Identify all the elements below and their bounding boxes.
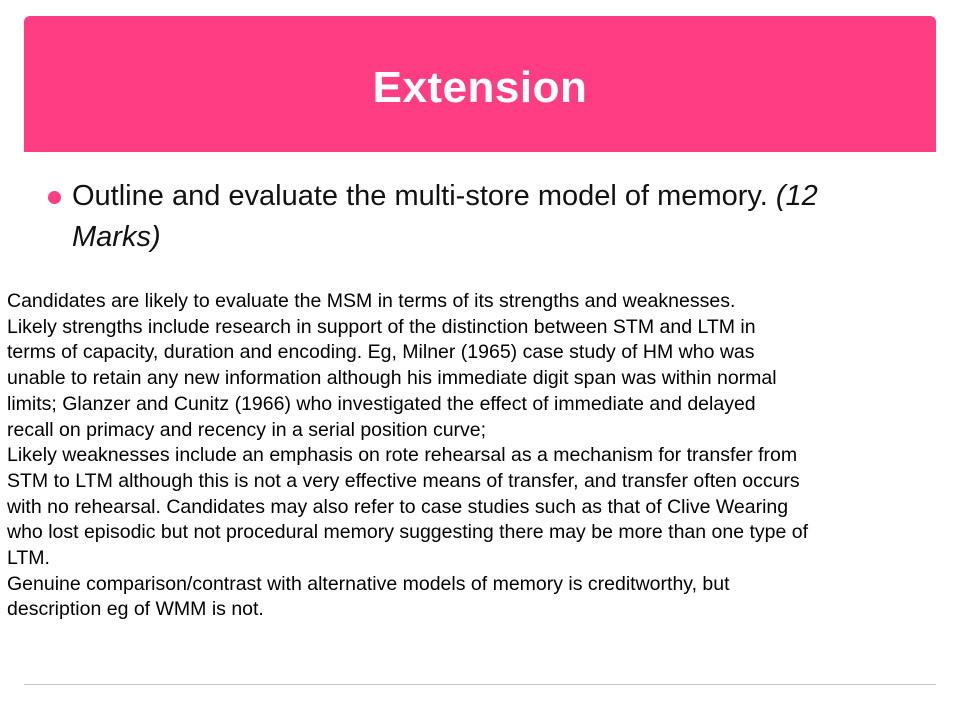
question-text: Outline and evaluate the multi-store mod… (72, 180, 768, 212)
mark-scheme-line: with no rehearsal. Candidates may also r… (7, 495, 789, 518)
mark-scheme-line: unable to retain any new information alt… (7, 367, 777, 390)
title-banner: Extension (24, 16, 936, 152)
mark-scheme-line: recall on primacy and recency in a seria… (7, 418, 487, 441)
mark-scheme-line: STM to LTM although this is not a very e… (7, 469, 800, 492)
mark-scheme-line: LTM. (7, 547, 50, 570)
mark-scheme-line: Likely strengths include research in sup… (7, 315, 756, 338)
bullet-dot-icon (48, 191, 61, 204)
mark-scheme-line: who lost episodic but not procedural mem… (7, 521, 809, 544)
mark-scheme-line: terms of capacity, duration and encoding… (7, 341, 755, 364)
mark-scheme-line: description eg of WMM is not. (7, 598, 264, 621)
mark-scheme-line: Likely weaknesses include an emphasis on… (7, 444, 798, 467)
slide-title: Extension (372, 63, 588, 112)
question-marks: (12 Marks) (72, 180, 818, 253)
mark-scheme-excerpt: Candidates are likely to evaluate the MS… (7, 289, 952, 623)
mark-scheme-line: Candidates are likely to evaluate the MS… (7, 290, 736, 312)
question-text-block: Outline and evaluate the multi-store mod… (72, 176, 888, 258)
footer-divider (24, 684, 936, 685)
mark-scheme-line: Genuine comparison/contrast with alterna… (7, 572, 730, 595)
mark-scheme-line: limits; Glanzer and Cunitz (1966) who in… (7, 392, 756, 415)
question-bullet: Outline and evaluate the multi-store mod… (48, 176, 888, 258)
